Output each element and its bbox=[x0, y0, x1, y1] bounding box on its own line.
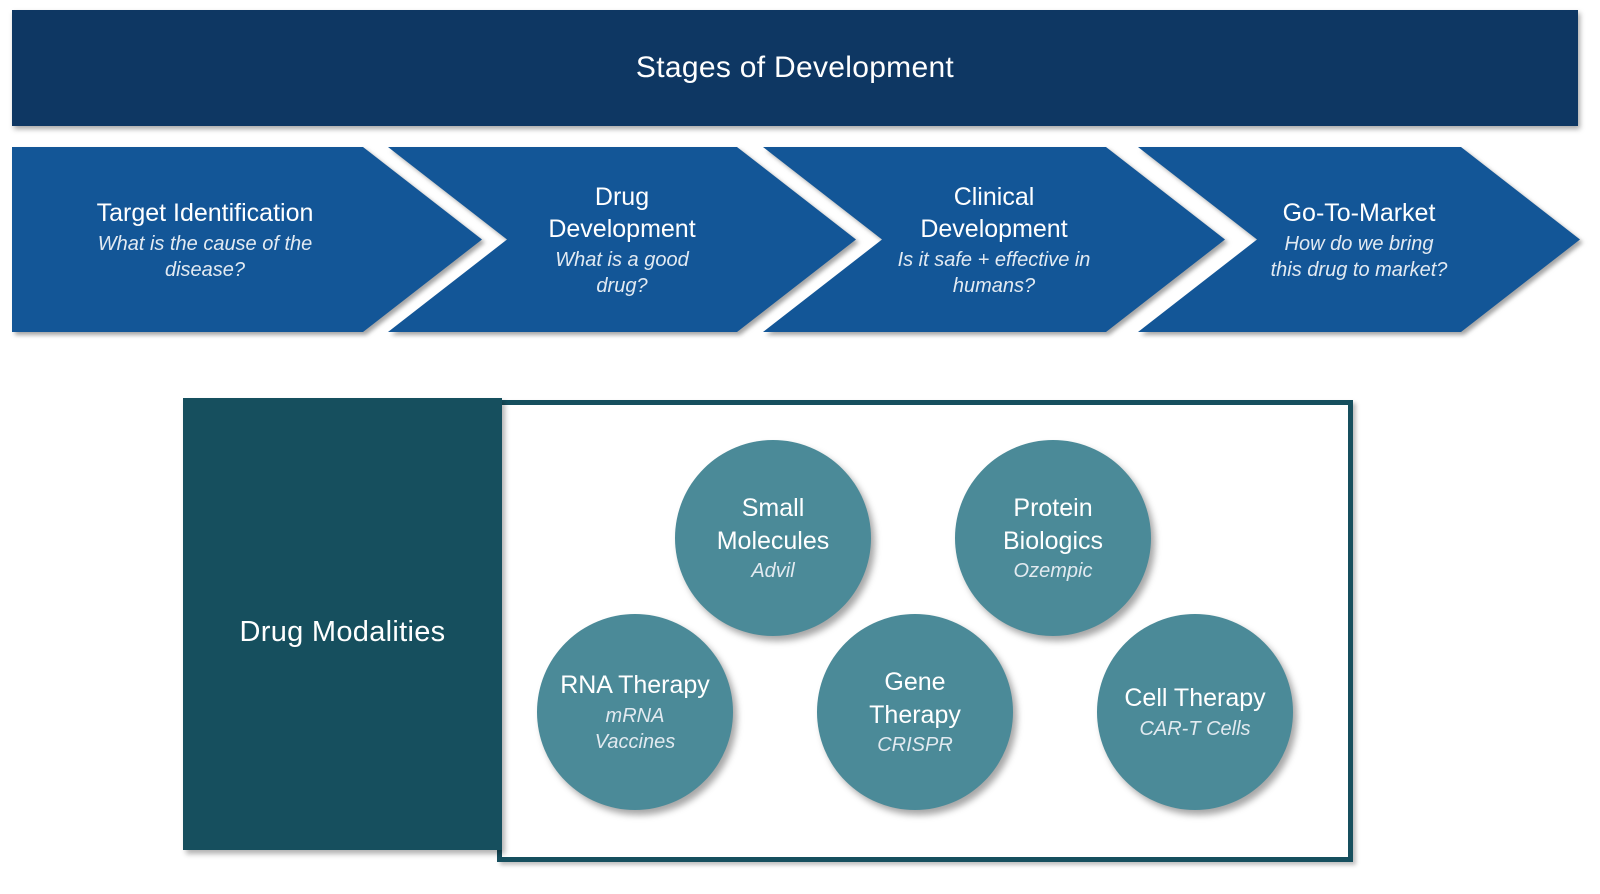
page-title: Stages of Development bbox=[635, 51, 955, 84]
stage-target-identification: Target Identification What is the cause … bbox=[12, 147, 482, 332]
modality-protein-biologics: Protein Biologics Ozempic bbox=[955, 440, 1151, 636]
stage-arrow-shape: Go-To-Market How do we bring this drug t… bbox=[1138, 147, 1580, 332]
modality-example: mRNA Vaccines bbox=[594, 704, 676, 753]
stage-text: Drug Development What is a good drug? bbox=[522, 181, 722, 299]
modality-example: Advil bbox=[751, 560, 795, 582]
drug-modalities-panel: Drug Modalities bbox=[183, 398, 502, 850]
modality-small-molecules: Small Molecules Advil bbox=[675, 440, 871, 636]
stage-text: Go-To-Market How do we bring this drug t… bbox=[1268, 197, 1450, 283]
stage-clinical-development: Clinical Development Is it safe + effect… bbox=[763, 147, 1225, 332]
stage-title: Target Identification bbox=[96, 198, 314, 227]
modality-title: RNA Therapy bbox=[560, 671, 710, 700]
modality-title: Cell Therapy bbox=[1124, 684, 1266, 713]
modality-rna-therapy: RNA Therapy mRNA Vaccines bbox=[537, 614, 733, 810]
stage-text: Clinical Development Is it safe + effect… bbox=[885, 181, 1103, 299]
modality-title: Protein Biologics bbox=[1002, 494, 1104, 555]
stage-text: Target Identification What is the cause … bbox=[81, 197, 329, 283]
stage-subtitle: What is the cause of the disease? bbox=[97, 232, 313, 281]
modality-cell-therapy: Cell Therapy CAR-T Cells bbox=[1097, 614, 1293, 810]
stage-drug-development: Drug Development What is a good drug? bbox=[388, 147, 856, 332]
drug-modalities-label: Drug Modalities bbox=[239, 615, 446, 648]
stage-subtitle: What is a good drug? bbox=[555, 248, 689, 297]
stage-subtitle: How do we bring this drug to market? bbox=[1270, 232, 1448, 281]
modality-title: Gene Therapy bbox=[869, 668, 961, 729]
stage-subtitle: Is it safe + effective in humans? bbox=[897, 248, 1091, 297]
modality-example: CAR-T Cells bbox=[1139, 717, 1251, 740]
modality-example: Ozempic bbox=[1013, 560, 1093, 582]
modality-title: Small Molecules bbox=[716, 494, 830, 555]
modality-gene-therapy: Gene Therapy CRISPR bbox=[817, 614, 1013, 810]
stage-title: Drug Development bbox=[548, 182, 696, 243]
modality-example: CRISPR bbox=[877, 734, 953, 756]
stage-title: Go-To-Market bbox=[1282, 198, 1436, 227]
header-banner: Stages of Development bbox=[12, 10, 1578, 126]
stage-title: Clinical Development bbox=[920, 182, 1068, 243]
stage-go-to-market: Go-To-Market How do we bring this drug t… bbox=[1138, 147, 1580, 332]
